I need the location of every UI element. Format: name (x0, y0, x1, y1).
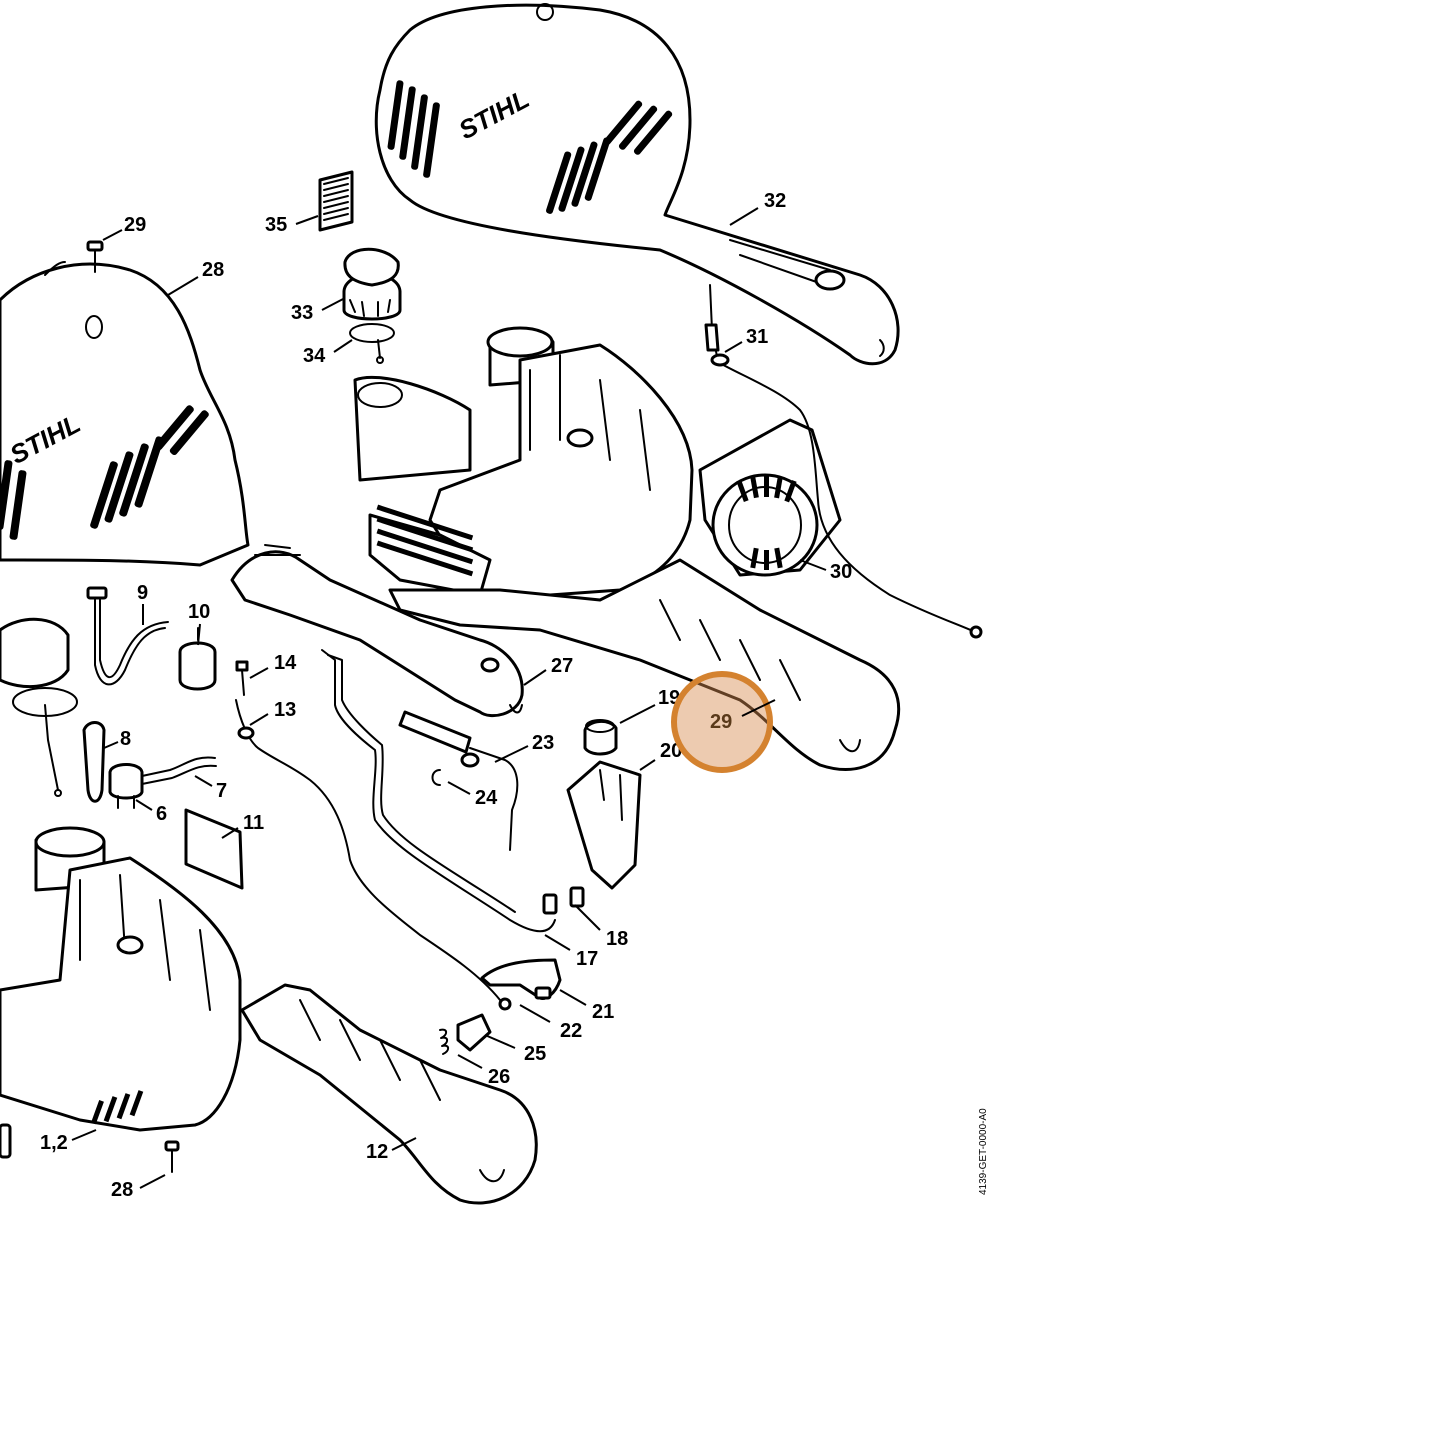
callout-32[interactable]: 32 (764, 190, 786, 212)
part-33-cap (342, 247, 402, 321)
part-screw-left (0, 1123, 12, 1159)
part-25-tube-handle (230, 544, 524, 718)
part-28-screw (164, 1140, 180, 1173)
part-10-fuel-filter (178, 627, 217, 691)
callout-16[interactable]: 18 (606, 928, 628, 950)
part-1-2-lower-housing (0, 826, 242, 1132)
part-12-lower-handle (240, 983, 538, 1205)
callout-10[interactable]: 10 (188, 601, 210, 623)
part-26-left-shroud: STIHL (0, 261, 250, 567)
part-15-16-wiring (321, 649, 585, 933)
callout-20[interactable]: 22 (560, 1020, 582, 1042)
callout-14[interactable]: 14 (274, 652, 297, 674)
callout-8[interactable]: 8 (120, 728, 131, 750)
callout-7[interactable]: 7 (216, 780, 227, 802)
callout-34[interactable]: 34 (303, 345, 326, 367)
part-11-label (184, 808, 244, 890)
callout-33[interactable]: 33 (291, 302, 313, 324)
callout-22[interactable]: 24 (475, 787, 498, 809)
part-13-wire-harness (235, 699, 512, 1011)
part-tank-cap (0, 617, 78, 797)
callout-19[interactable]: 21 (592, 1001, 614, 1023)
callout-29[interactable]: 29 (710, 711, 732, 733)
part-30-fan-cover (698, 418, 842, 577)
part-31-cable (704, 284, 983, 639)
callout-25[interactable]: 27 (551, 655, 573, 677)
part-32-top-shroud: STIHL (374, 3, 900, 366)
callout-28[interactable]: 28 (111, 1179, 133, 1201)
drawing-code: 4139-GET-0000-A0 (978, 1108, 989, 1195)
part-19-20-trigger (480, 958, 562, 1000)
callout-21[interactable]: 23 (532, 732, 554, 754)
leader-lines (71, 207, 827, 1189)
callout-26[interactable]: 28 (202, 259, 224, 281)
part-35-filter (318, 170, 354, 232)
callout-labels: 29 28 35 33 34 32 31 30 27 9 10 14 13 8 … (40, 190, 852, 1201)
callout-12[interactable]: 12 (366, 1141, 388, 1163)
callout-6[interactable]: 6 (156, 803, 167, 825)
part-21-throttle-rod (398, 710, 519, 851)
part-9-hose (86, 586, 169, 686)
part-34-o-ring (349, 323, 395, 364)
callout-31[interactable]: 31 (746, 326, 768, 348)
callout-15[interactable]: 17 (576, 948, 598, 970)
callout-23[interactable]: 25 (524, 1043, 546, 1065)
part-23-lever (456, 1013, 492, 1052)
part-8-hose (82, 721, 106, 803)
callout-9[interactable]: 9 (137, 582, 148, 604)
part-18-bracket (566, 760, 642, 890)
callout-35[interactable]: 35 (265, 214, 287, 236)
part-17-switch (583, 719, 618, 756)
callout-30[interactable]: 30 (830, 561, 852, 583)
callout-18[interactable]: 20 (660, 740, 682, 762)
callout-1-2[interactable]: 1,2 (40, 1132, 68, 1154)
callout-27[interactable]: 29 (124, 214, 146, 236)
callout-24[interactable]: 26 (488, 1066, 510, 1088)
part-27-screw (86, 240, 104, 273)
part-14-screw (235, 660, 249, 696)
part-6-valve (108, 763, 144, 809)
highlighted-callout-29[interactable]: 29 (671, 671, 776, 773)
highlight-ring[interactable] (671, 671, 773, 773)
part-7-hose (141, 756, 217, 785)
callout-11[interactable]: 11 (243, 812, 264, 834)
part-24-spring (439, 1028, 450, 1055)
part-22-clip (431, 769, 441, 786)
callout-13[interactable]: 13 (274, 699, 296, 721)
